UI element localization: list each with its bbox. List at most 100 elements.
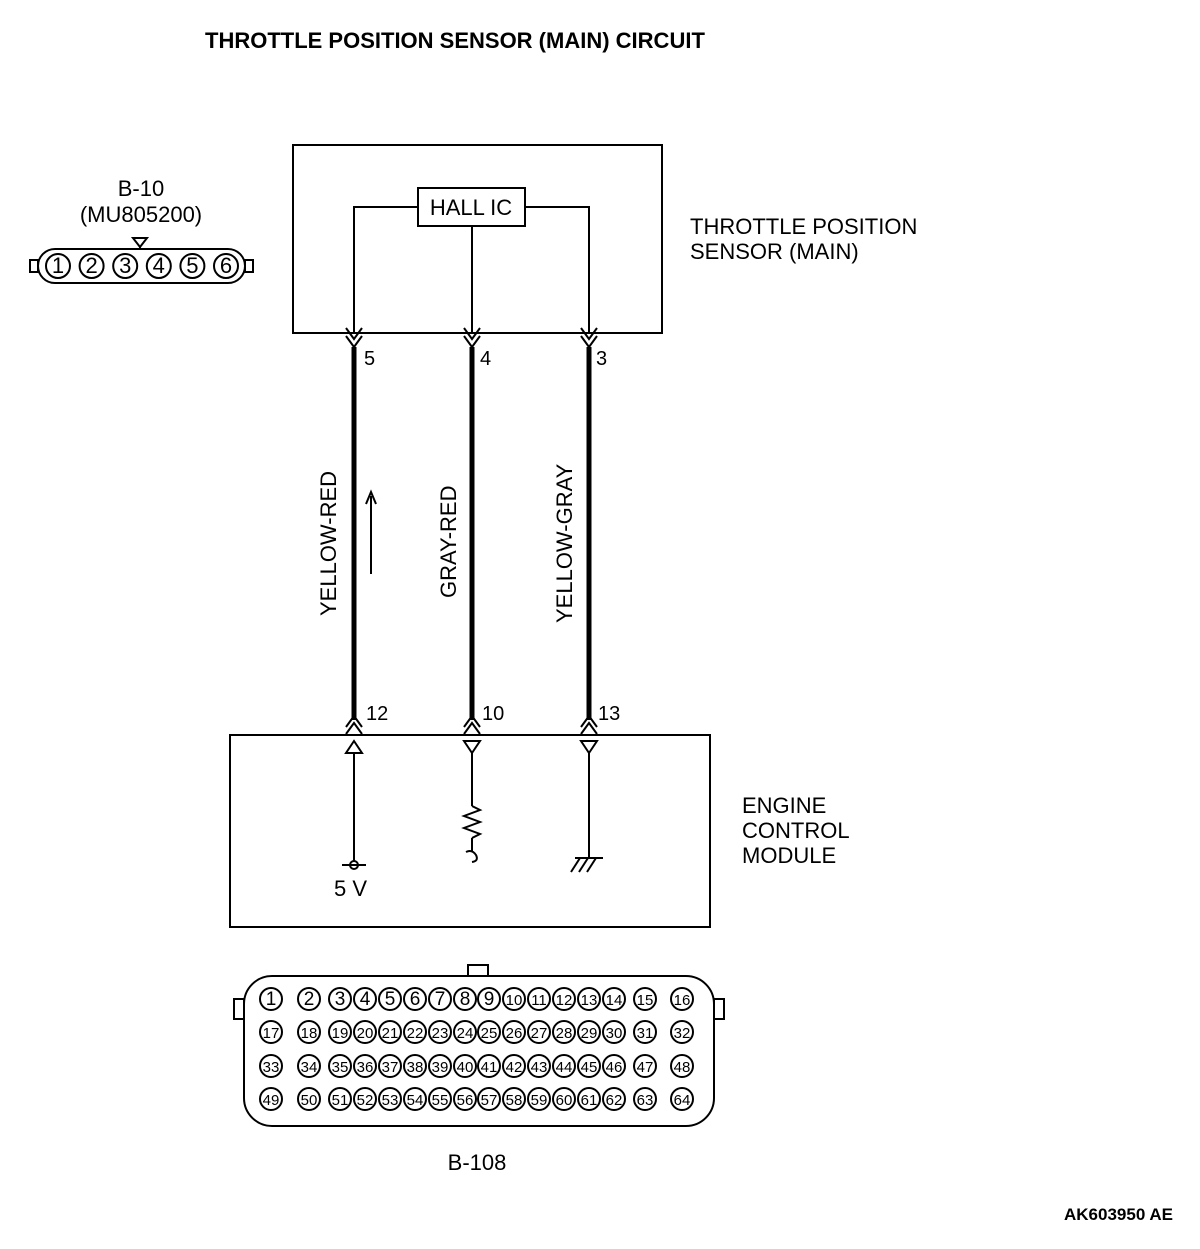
connector-b108-pin-number: 15: [637, 992, 654, 1009]
ecm-5v-supply: [342, 739, 366, 870]
connector-b108-pin: [328, 987, 352, 1011]
connector-b108-pin: [577, 1020, 601, 1044]
sensor-internal-wire-3: [525, 206, 590, 333]
connector-b108-pin-number: 24: [457, 1025, 474, 1042]
hall-ic-label: HALL IC: [430, 195, 512, 220]
connector-b10-part-number: (MU805200): [80, 202, 202, 227]
connector-b10-pin: [45, 253, 71, 279]
connector-b108-pin-number: 6: [410, 989, 421, 1010]
connector-b108-pin: [353, 1020, 377, 1044]
connector-b10-pin: [179, 253, 206, 279]
connector-b108-pin: [477, 1054, 501, 1078]
connector-b108-pin-number: 35: [332, 1059, 349, 1076]
connector-b108-pin: [670, 987, 694, 1011]
connector-b108-pin-number: 26: [506, 1025, 523, 1042]
connector-b108-id: B-108: [448, 1150, 507, 1175]
connector-b108-pin-number: 31: [637, 1025, 654, 1042]
connector-b108-pin: [328, 1087, 352, 1111]
connector-b10-latch-left: [29, 259, 39, 273]
supply-voltage-label: 5 V: [334, 876, 367, 901]
connector-b108-pin-number: 12: [556, 992, 573, 1009]
connector-b108-pin-number: 17: [263, 1025, 280, 1042]
connector-b108-pin: [297, 987, 321, 1011]
connector-b108-pin-number: 58: [506, 1092, 523, 1109]
connector-b108-pin-number: 16: [674, 992, 691, 1009]
connector-b108-pin: [353, 1054, 377, 1078]
connector-b108-pin-number: 47: [637, 1059, 654, 1076]
connector-b108-pin: [428, 987, 452, 1011]
ecm-pin-12: 12: [366, 703, 388, 725]
connector-b108-pin-number: 40: [457, 1059, 474, 1076]
connector-b108-pin: [577, 987, 601, 1011]
connector-b108-pin-number: 32: [674, 1025, 691, 1042]
connector-b10-id: B-10: [118, 176, 164, 201]
connector-b108-pin-number: 2: [304, 989, 315, 1010]
connector-b108-pin: [602, 987, 626, 1011]
connector-b10-pin-number: 2: [85, 253, 97, 278]
connector-b108-pin: [297, 1020, 321, 1044]
connector-b108-pin-number: 49: [263, 1092, 280, 1109]
connector-b108-pin: [328, 1054, 352, 1078]
connector-b108-pin: [552, 1054, 576, 1078]
connector-b108-pin: [527, 1020, 551, 1044]
connector-b108-pin-number: 41: [481, 1059, 498, 1076]
connector-b108-pin: [477, 1087, 501, 1111]
connector-b10-pin-number: 3: [119, 253, 131, 278]
connector-b108-pin: [453, 1020, 477, 1044]
connector-b10-key-icon: [130, 237, 150, 249]
connector-b10-pin-number: 1: [52, 253, 64, 278]
connector-b108-pin: [378, 1054, 402, 1078]
connector-b10-pin-number: 4: [153, 253, 165, 278]
connector-b108-pin: [353, 1087, 377, 1111]
connector-b108-pin-number: 27: [531, 1025, 548, 1042]
connector-b108-pin-number: 36: [357, 1059, 374, 1076]
connector-b108-pin: [297, 1054, 321, 1078]
connector-b108-pin: [602, 1020, 626, 1044]
sensor-pin-3: 3: [596, 348, 607, 370]
document-id: AK603950 AE: [1064, 1205, 1173, 1224]
connector-b108-pin-number: 52: [357, 1092, 374, 1109]
connector-b108-pin-number: 62: [606, 1092, 623, 1109]
connector-b108-pin: [527, 987, 551, 1011]
connector-b108-pin: [378, 1087, 402, 1111]
connector-b10-pin: [213, 253, 239, 279]
connector-b108-pin-number: 60: [556, 1092, 573, 1109]
connector-b108-pin: [477, 987, 501, 1011]
connector-b108-pin-number: 57: [481, 1092, 498, 1109]
connector-b108-pin-number: 10: [506, 992, 523, 1009]
ecm-input-resistor: [461, 740, 483, 863]
connector-b108-pin-number: 9: [484, 989, 495, 1010]
connector-b108-pin: [428, 1054, 452, 1078]
connector-b108-pin-number: 64: [674, 1092, 691, 1109]
connector-b108-pin-number: 5: [385, 989, 396, 1010]
connector-b108-pin-number: 53: [382, 1092, 399, 1109]
connector-b108-pin: [453, 987, 477, 1011]
connector-b108-pin: [403, 987, 427, 1011]
ecm-name-line1: ENGINE: [742, 793, 826, 818]
connector-b108-pin-number: 30: [606, 1025, 623, 1042]
connector-b108-pin: [552, 1020, 576, 1044]
diagram-title: THROTTLE POSITION SENSOR (MAIN) CIRCUIT: [205, 28, 705, 53]
connector-b108-pin-number: 11: [531, 992, 547, 1009]
connector-b108-pin: [577, 1054, 601, 1078]
connector-b108-pin-number: 56: [457, 1092, 474, 1109]
connector-b108-pin-number: 8: [460, 989, 471, 1010]
wire-color-yellow-gray: YELLOW-GRAY: [552, 463, 577, 623]
connector-b108-pin: [297, 1087, 321, 1111]
connector-b10-pin-number: 5: [186, 253, 198, 278]
connector-b108-pin-number: 34: [301, 1059, 318, 1076]
signal-direction-arrow-icon: [365, 489, 377, 574]
connector-b108-pin: [403, 1054, 427, 1078]
sensor-name-line2: SENSOR (MAIN): [690, 239, 859, 264]
connector-b108-pin-number: 59: [531, 1092, 548, 1109]
connector-b108-pin: [670, 1054, 694, 1078]
connector-b108-pin-number: 1: [266, 989, 277, 1010]
connector-b108-pin: [328, 1020, 352, 1044]
connector-b108-pin-number: 29: [581, 1025, 598, 1042]
connector-b108-pin: [502, 1087, 526, 1111]
connector-b108-pin-number: 7: [435, 989, 446, 1010]
connector-b108-pin: [378, 987, 402, 1011]
connector-b108-pin-number: 3: [335, 989, 346, 1010]
ecm-pin-10: 10: [482, 703, 504, 725]
